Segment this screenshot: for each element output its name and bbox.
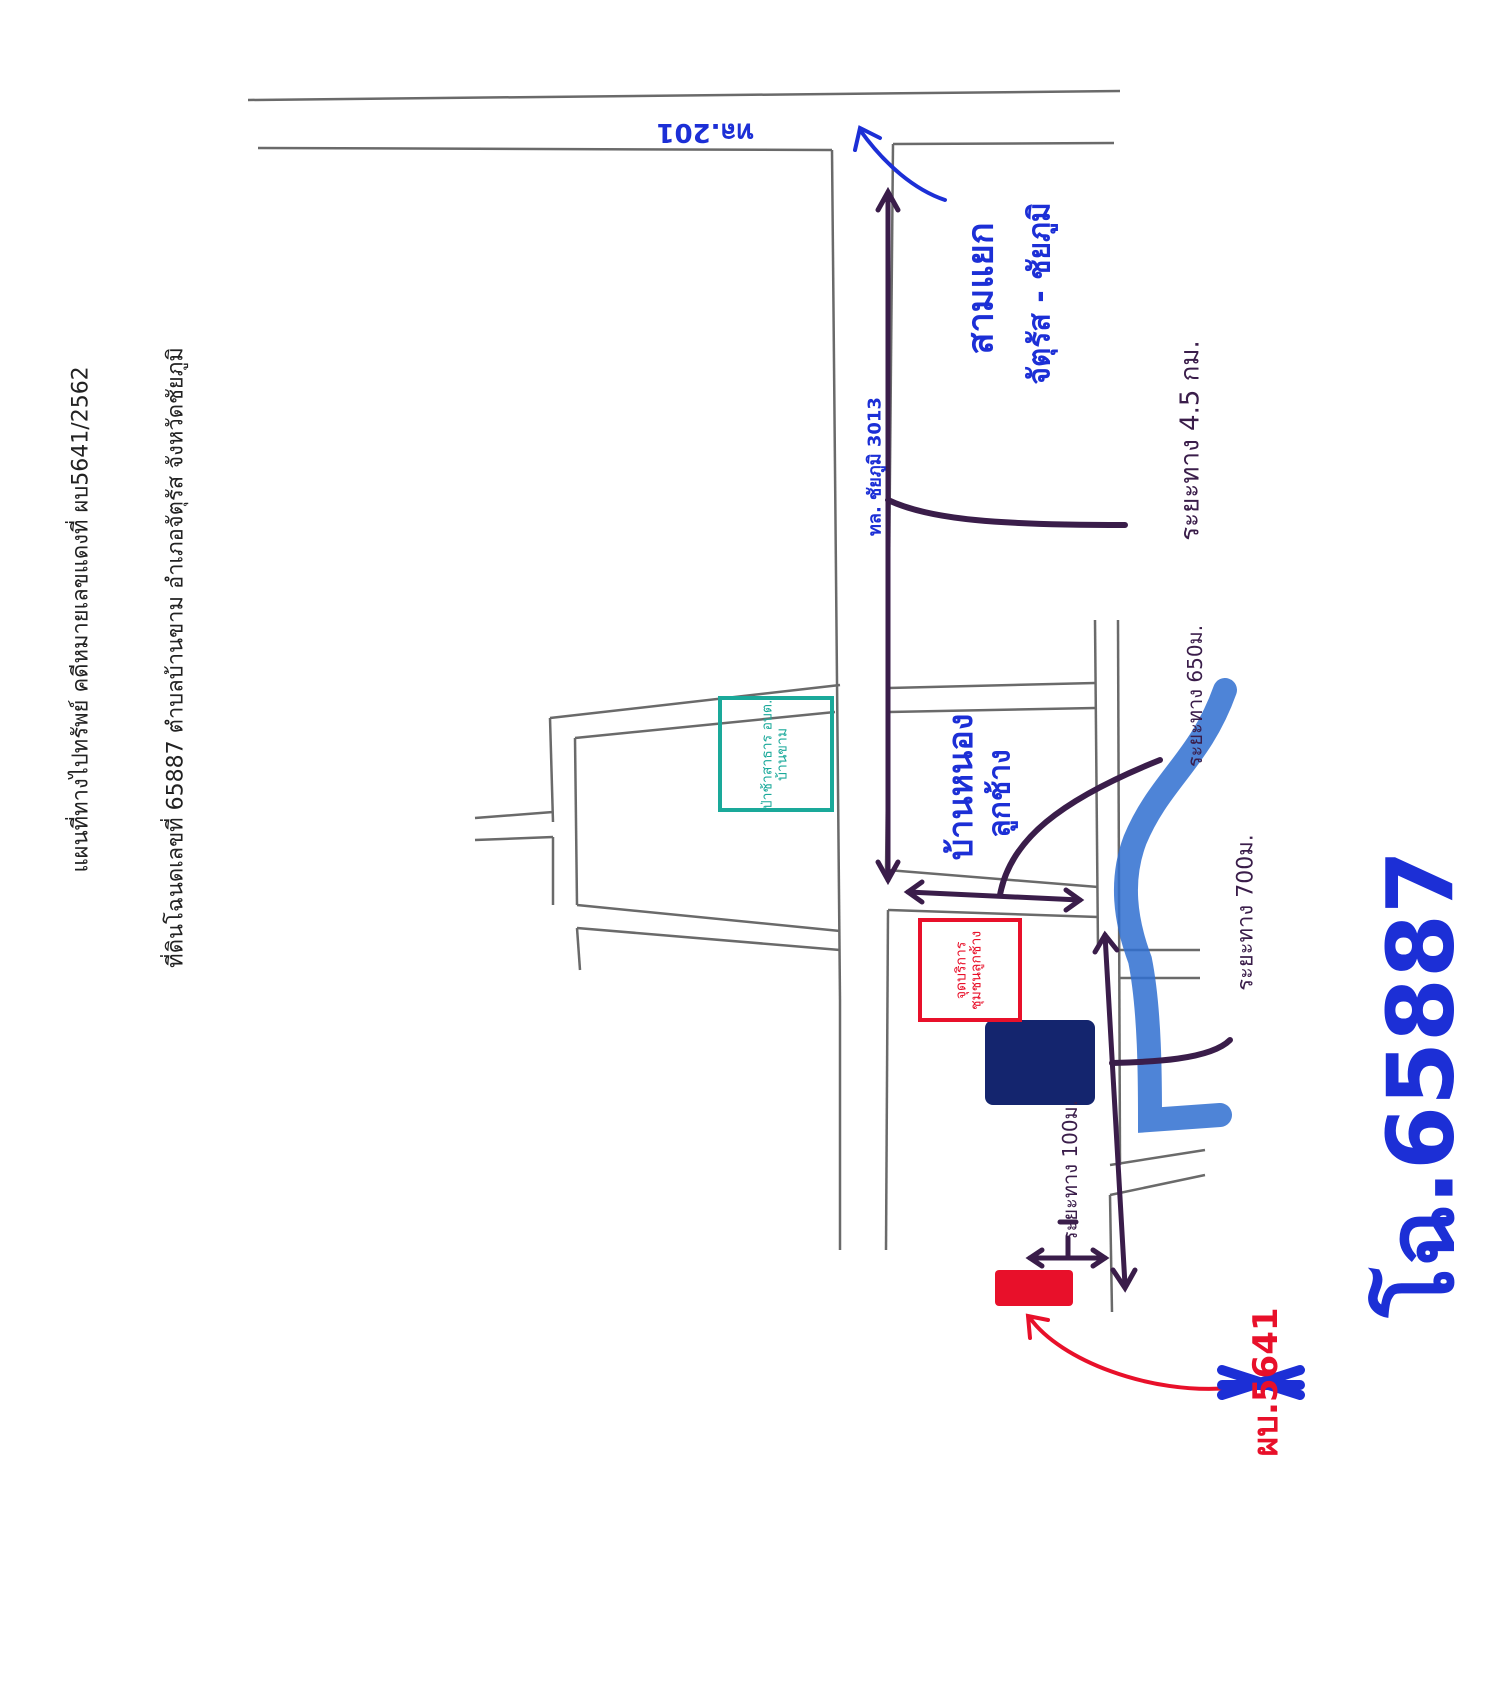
building-block [985,1020,1095,1105]
stream [1113,678,1237,1133]
distance-4-5km: ระยะทาง 4.5 กม. [1175,340,1206,541]
plot-number: โฉ.65887 [1367,849,1475,1318]
green-sign-box [718,696,834,812]
route-arrows [875,186,1138,1293]
distance-700m: ระยะทาง 700ม. [1233,834,1259,991]
green-sign: ป่าช้าสาธาร อบต. บ้านขาม [720,698,832,810]
rural-road [830,143,895,1251]
village-sub-label: ลูกช้าง [982,749,1018,838]
junction-sub-label: จัตุรัส - ชัยภูมิ [1022,202,1058,385]
distance-650m: ระยะทาง 650ม. [1183,624,1207,768]
leader-lines [885,497,1233,1066]
crossed-plot-label: ผบ.5641 [1246,1307,1286,1457]
rural-road-label: ทล. ชัยภูมิ 3013 [864,397,886,536]
highway-road [247,89,1121,152]
red-sign: จุดบริการ ชุมชนลูกช้าง [920,920,1020,1020]
green-sign-text: ป่าช้าสาธาร อบต. บ้านขาม [759,699,791,809]
junction-pointer [853,125,947,202]
junction-label: สามแยก [960,222,1002,355]
red-pointer [1025,1313,1232,1391]
distance-100m: ระยะทาง 100ม. [1058,1099,1082,1243]
target-marker [995,1270,1073,1306]
red-sign-text: จุดบริการ ชุมชนลูกช้าง [953,930,985,1010]
header-title: แผนที่ทางไปทรัพย์ คดีหมายเลขแดงที่ ผบ564… [68,366,94,873]
header-subtitle: ที่ดินโฉนดเลขที่ 65887 ตำบลบ้านขาม อำเภอ… [163,347,189,968]
side-roads-left [474,683,841,971]
highway-label: ทล.201 [656,117,754,147]
crossed-out-scribble [1217,1365,1305,1400]
red-sign-box [918,918,1022,1022]
